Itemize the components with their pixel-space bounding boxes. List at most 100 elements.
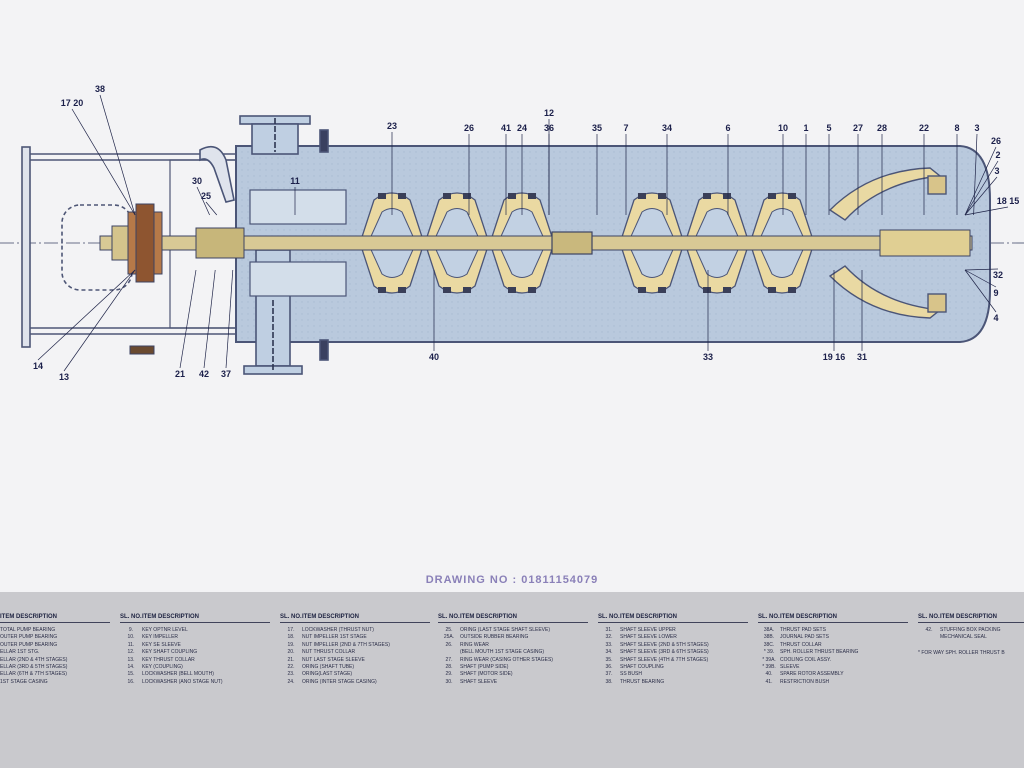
legend-item-number: 30. (445, 678, 453, 685)
legend-row: 29. SHAFT (MOTOR SIDE) (438, 671, 588, 678)
legend-row: 21. NUT LAST STAGE SLEEVE (280, 657, 430, 664)
legend-desc-header: ITEM DESCRIPTION (142, 614, 200, 620)
callout-leader-line (964, 146, 997, 216)
legend-row: 38B.JOURNAL PAD SETS (758, 634, 908, 641)
legend-desc-header: ITEM DESCRIPTION (940, 614, 998, 620)
callout: 36 (544, 123, 554, 215)
legend-item-number: 23. (287, 671, 295, 678)
callout-leader-line (37, 269, 136, 361)
legend-item-description: NUT THRUST COLLAR (302, 649, 356, 656)
callout-label: 42 (199, 369, 209, 379)
callout: 35 (592, 123, 602, 215)
legend-item-number: 38B. (763, 634, 775, 641)
legend-desc-header: ITEM DESCRIPTION (302, 614, 360, 620)
legend-item-number: 31. (605, 627, 613, 633)
legend-item-description: STUFFING BOX PACKING (940, 627, 1001, 633)
legend-row: 30. SHAFT SLEEVE (438, 679, 588, 686)
legend-item-description: KEY SE SLEEVE (142, 641, 181, 648)
legend-item-description: THRUST BEARING (620, 678, 665, 685)
legend-item-description: LOCKWASHER (THRUST NUT) (302, 627, 374, 633)
legend-item-number: 26. (445, 641, 453, 648)
callout-leader-line (964, 269, 997, 288)
legend-row: 31.SHAFT SLEEVE UPPER (598, 627, 748, 634)
legend-item-description: KEY OPTNR LEVEL (142, 627, 188, 633)
legend-item-description: SHAFT SLEEVE (4TH & 7TH STAGES) (620, 656, 709, 663)
callout-label: 8 (954, 123, 959, 133)
callout-label: 34 (662, 123, 672, 133)
callout-leader-line (964, 160, 999, 216)
legend-item-description: SHAFT SLEEVE (460, 678, 498, 685)
callout: 19 16 (823, 270, 845, 362)
legend-item-number: 11. (127, 641, 135, 648)
legend-item-number: 20. (287, 649, 295, 656)
legend-item-description: ORING (INTER STAGE CASING) (302, 678, 377, 685)
legend-row: * 39.SPH. ROLLER THRUST BEARING (758, 649, 908, 656)
callout-label: 21 (175, 369, 185, 379)
legend-desc-header: ITEM DESCRIPTION (0, 614, 58, 620)
legend-row: 19.NUT IMPELLER (2ND & 7TH STAGES) (280, 642, 430, 649)
callout-label: 24 (517, 123, 527, 133)
legend-item-description: OUTSIDE RUBBER BEARING (460, 634, 529, 641)
legend-row: 13.KEY THRUST COLLAR (120, 657, 270, 664)
legend-item-description: SHAFT (MOTOR SIDE) (460, 671, 513, 678)
legend-item-description: ELLAR (3RD & 5TH STAGES) (0, 663, 68, 670)
legend-row: 38.THRUST BEARING (598, 679, 748, 686)
callout: 42 (199, 269, 216, 379)
legend-row: 41.RESTRICTION BUSH (758, 679, 908, 686)
callout: 1 (803, 123, 809, 215)
legend-no-header: SL. NO. (918, 614, 940, 620)
legend-item-description: RESTRICTION BUSH (780, 678, 830, 685)
callout: 11 (290, 176, 300, 215)
legend-row: MECHANICAL SEAL (918, 634, 1024, 641)
legend-row: OUTER PUMP BEARING (0, 634, 110, 641)
legend-row: ELLAR (3RD & 5TH STAGES) (0, 664, 110, 671)
legend-row: 12.KEY SHAFT COUPLING (120, 649, 270, 656)
callout: 25 (201, 191, 218, 216)
legend-row: 9.KEY OPTNR LEVEL (120, 627, 270, 634)
callout: 3 (973, 123, 980, 216)
callout-label: 25 (201, 191, 211, 201)
legend-row: 11. KEY SE SLEEVE (120, 642, 270, 649)
legend-column-header: SL. NO.ITEM DESCRIPTION (120, 606, 270, 623)
callout-label: 35 (592, 123, 602, 133)
legend-row: * 39B. SLEEVE (758, 664, 908, 671)
callout-label: 31 (857, 352, 867, 362)
legend-item-number: 29. (445, 671, 453, 678)
callout-label: 36 (544, 123, 554, 133)
callout-label: 27 (853, 123, 863, 133)
callout-leader-line (973, 133, 978, 216)
legend-item-description: (BELL MOUTH 1ST STAGE CASING) (460, 649, 545, 656)
callout-label: 7 (623, 123, 628, 133)
legend-item-number: 21. (287, 656, 295, 663)
legend-item-description: MECHANICAL SEAL (940, 634, 987, 641)
legend-row: 32.SHAFT SLEEVE LOWER (598, 634, 748, 641)
legend-item-description: NUT LAST STAGE SLEEVE (302, 656, 365, 663)
callout: 34 (662, 123, 672, 215)
legend-item-number: 24. (287, 678, 295, 685)
legend-column-header: SL. NO.ITEM DESCRIPTION (918, 606, 1024, 623)
callout: 38 (95, 84, 136, 216)
legend-item-number (918, 634, 940, 641)
legend-item-number: * 39B. (762, 663, 776, 670)
legend-item-description: SLEEVE (780, 663, 800, 670)
callout-leader-line (196, 186, 210, 216)
shaft-coupling (551, 231, 593, 255)
legend-item-description: SPH. ROLLER THRUST BEARING (780, 649, 859, 656)
legend-row: 28.SHAFT (PUMP SIDE) (438, 664, 588, 671)
callout-label: 1 (803, 123, 808, 133)
legend-item-number: 37. (605, 671, 613, 678)
legend-no-header: SL. NO. (598, 614, 620, 620)
callout-leader-line (179, 269, 197, 369)
callout-label: 13 (59, 372, 69, 382)
callout: 32 (964, 268, 1003, 280)
legend-item-description: SS BUSH (620, 671, 642, 678)
legend-row: 38A.THRUST PAD SETS (758, 627, 908, 634)
legend-item-description: SHAFT SLEEVE LOWER (620, 634, 677, 641)
callout-leader-line (63, 269, 136, 372)
legend-item-number: 18. (287, 634, 295, 641)
callout: 26 (464, 123, 474, 215)
